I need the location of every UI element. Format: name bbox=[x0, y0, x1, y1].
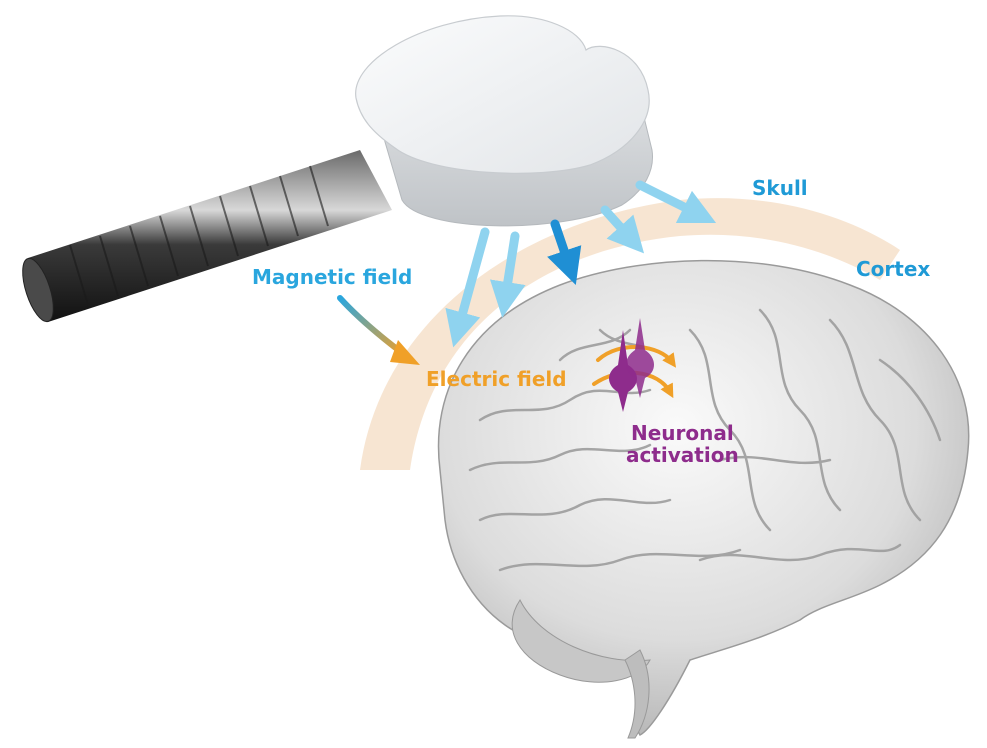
neuronal-activation-label: Neuronal activation bbox=[626, 422, 739, 466]
neuronal-activation-line1: Neuronal bbox=[626, 422, 739, 444]
cortex-label: Cortex bbox=[856, 258, 930, 280]
electric-field-label: Electric field bbox=[426, 368, 567, 390]
brain-illustration bbox=[439, 261, 969, 738]
magnetic-field-label: Magnetic field bbox=[252, 266, 412, 288]
coil-handle bbox=[16, 150, 392, 325]
tms-coil bbox=[356, 16, 653, 226]
magnetic-to-electric-arrow bbox=[340, 298, 420, 365]
skull-label: Skull bbox=[752, 177, 808, 199]
neuronal-activation-line2: activation bbox=[626, 444, 739, 466]
